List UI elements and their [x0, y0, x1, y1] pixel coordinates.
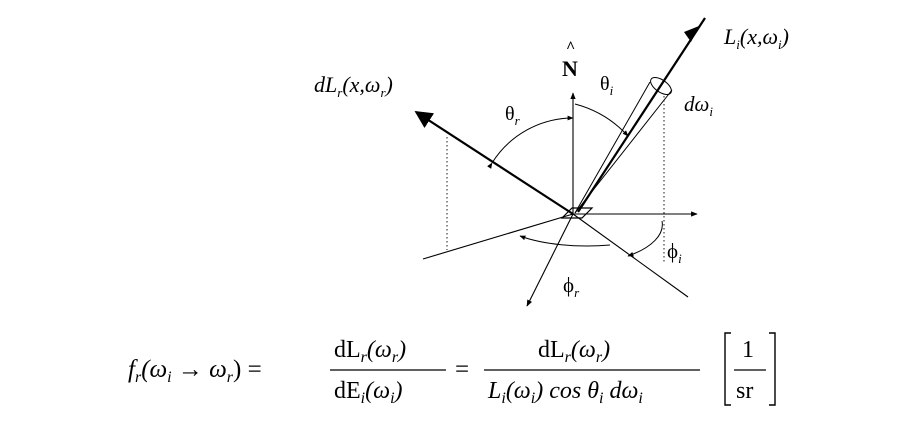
- svg-text:^: ^: [566, 39, 575, 56]
- fraction2-denominator: Li(ωi) cos θi dωi: [487, 378, 643, 407]
- fraction1-denominator: dEi(ωi): [334, 378, 403, 407]
- theta-i-label: θi: [600, 73, 614, 98]
- solid-angle-cone: [574, 77, 673, 214]
- unit-numerator: 1: [742, 337, 754, 363]
- phi-i-label: ϕi: [667, 239, 682, 266]
- front-axis-down: [526, 213, 574, 307]
- phi-i-arc: [627, 220, 663, 257]
- incident-ray: [577, 17, 706, 213]
- surface-axes: [422, 92, 698, 307]
- equation-lhs: fr(ωi → ωr) =: [128, 356, 262, 386]
- unit-denominator: sr: [736, 378, 753, 404]
- incident-radiance-label: Li(x,ωi): [723, 24, 789, 52]
- solid-angle-label: dωi: [684, 92, 713, 119]
- fraction2-numerator: dLr(ωr): [538, 337, 610, 366]
- brdf-equation: fr(ωi → ωr) = dLr(ωr) dEi(ωi) = dLr(ωr) …: [128, 332, 776, 407]
- theta-r-arc: [487, 115, 574, 169]
- phi-r-arc: [519, 235, 611, 247]
- unit-bracket: [724, 332, 776, 406]
- angle-arcs: [487, 103, 663, 257]
- back-axis-left: [422, 213, 574, 260]
- svg-text:N: N: [562, 56, 578, 81]
- incident-arrowhead: [684, 26, 699, 42]
- reflected-ray: [414, 111, 574, 215]
- fraction1-numerator: dLr(ωr): [334, 337, 406, 366]
- phi-r-label: ϕr: [563, 273, 580, 300]
- theta-i-arc: [574, 103, 629, 137]
- normal-label: ^ N: [562, 39, 578, 81]
- theta-r-label: θr: [505, 103, 521, 128]
- projection-lines: [446, 96, 665, 262]
- reflected-radiance-label: dLr(x,ωr): [314, 72, 393, 100]
- equals-sign: =: [455, 356, 469, 383]
